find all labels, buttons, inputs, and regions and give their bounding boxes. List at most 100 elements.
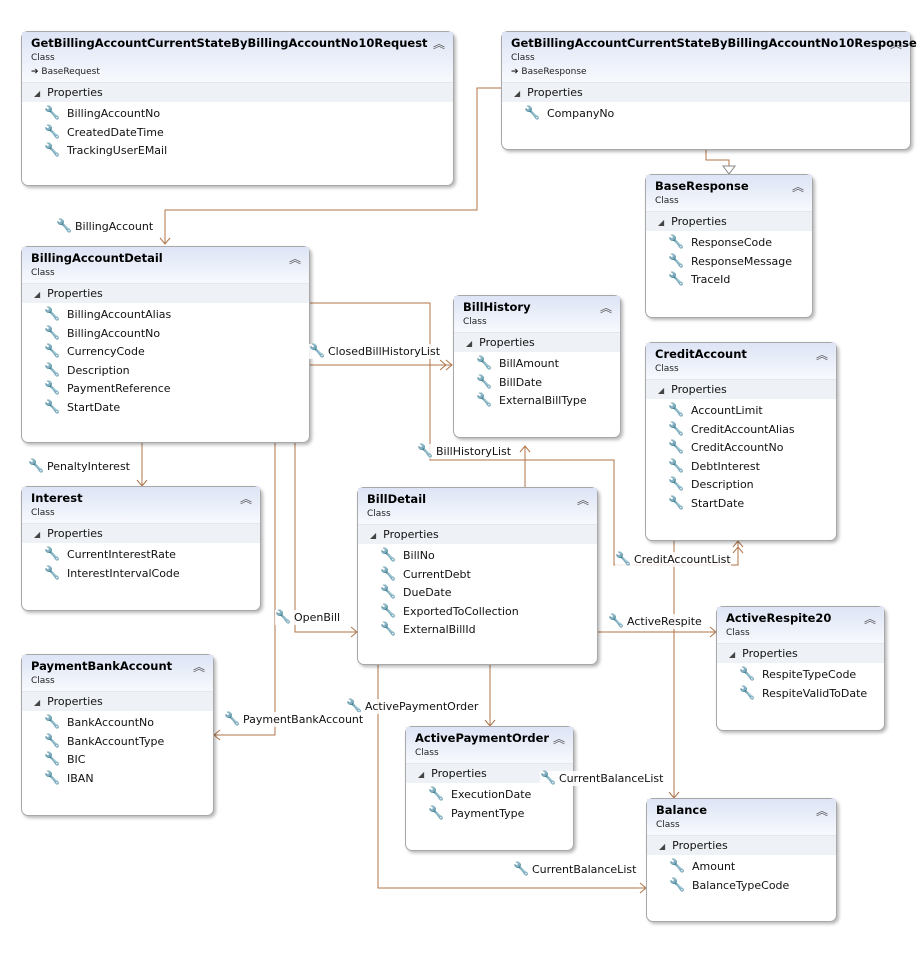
association-label-closed-bill-history-list[interactable]: 🔧ClosedBillHistoryList — [309, 344, 441, 359]
double-chevron-up-icon[interactable]: ︽ — [889, 37, 902, 51]
property-row[interactable]: 🔧BillingAccountNo — [22, 105, 453, 124]
property-row[interactable]: 🔧ExternalBillId — [358, 621, 597, 640]
double-chevron-up-icon[interactable]: ︽ — [432, 37, 445, 51]
property-row[interactable]: 🔧Amount — [647, 858, 836, 877]
class-balance[interactable]: Balance Class ︽ ◢Properties 🔧Amount 🔧Bal… — [646, 798, 837, 922]
property-row[interactable]: 🔧PaymentReference — [22, 380, 309, 399]
property-row[interactable]: 🔧ExternalBillType — [454, 392, 620, 411]
triangle-down-icon: ◢ — [34, 89, 41, 98]
section-properties[interactable]: ◢Properties — [22, 284, 309, 303]
base-class-name: BaseResponse — [521, 67, 587, 77]
double-chevron-up-icon[interactable]: ︽ — [552, 732, 565, 746]
property-row[interactable]: 🔧ExecutionDate — [406, 786, 573, 805]
double-chevron-up-icon[interactable]: ︽ — [815, 348, 828, 362]
property-row[interactable]: 🔧Description — [22, 362, 309, 381]
property-row[interactable]: 🔧BalanceTypeCode — [647, 877, 836, 896]
property-row[interactable]: 🔧ResponseCode — [646, 234, 812, 253]
class-header: GetBillingAccountCurrentStateByBillingAc… — [22, 32, 453, 83]
double-chevron-up-icon[interactable]: ︽ — [815, 804, 828, 818]
property-name: BillingAccountNo — [67, 107, 161, 120]
association-label-active-respite[interactable]: 🔧ActiveRespite — [608, 614, 702, 629]
property-row[interactable]: 🔧CurrencyCode — [22, 343, 309, 362]
connector-inheritance — [705, 150, 730, 166]
class-kind: Class — [655, 196, 679, 206]
class-interest[interactable]: Interest Class ︽ ◢Properties 🔧CurrentInt… — [21, 486, 261, 611]
double-chevron-up-icon[interactable]: ︽ — [599, 301, 612, 315]
property-row[interactable]: 🔧DueDate — [358, 584, 597, 603]
class-payment-bank-account[interactable]: PaymentBankAccount Class ︽ ◢Properties 🔧… — [21, 654, 214, 816]
class-get-billing-account-request[interactable]: GetBillingAccountCurrentStateByBillingAc… — [21, 31, 454, 186]
arrowhead — [439, 359, 447, 371]
property-row[interactable]: 🔧Description — [646, 476, 836, 495]
property-row[interactable]: 🔧StartDate — [22, 399, 309, 418]
section-properties[interactable]: ◢Properties — [646, 380, 836, 399]
double-chevron-up-icon[interactable]: ︽ — [288, 252, 301, 266]
section-properties[interactable]: ◢Properties — [502, 83, 910, 102]
property-row[interactable]: 🔧TraceId — [646, 271, 812, 290]
section-properties[interactable]: ◢Properties — [646, 212, 812, 231]
class-get-billing-account-response[interactable]: GetBillingAccountCurrentStateByBillingAc… — [501, 31, 917, 150]
property-row[interactable]: 🔧CreatedDateTime — [22, 124, 453, 143]
property-row[interactable]: 🔧BillDate — [454, 374, 620, 393]
section-properties[interactable]: ◢Properties — [406, 764, 573, 783]
class-active-respite-20[interactable]: ActiveRespite20 Class ︽ ◢Properties 🔧Res… — [716, 606, 885, 731]
association-label-current-balance-list-1[interactable]: 🔧CurrentBalanceList — [540, 771, 664, 786]
property-row[interactable]: 🔧StartDate — [646, 495, 836, 514]
property-row[interactable]: 🔧BillingAccountAlias — [22, 306, 309, 325]
section-properties[interactable]: ◢Properties — [358, 525, 597, 544]
double-chevron-up-icon[interactable]: ︽ — [576, 493, 589, 507]
property-row[interactable]: 🔧BankAccountNo — [22, 714, 213, 733]
class-bill-detail[interactable]: BillDetail Class ︽ ◢Properties 🔧BillNo 🔧… — [357, 487, 598, 665]
property-row[interactable]: 🔧RespiteValidToDate — [717, 685, 884, 704]
class-billing-account-detail[interactable]: BillingAccountDetail Class ︽ ◢Properties… — [21, 246, 310, 443]
property-row[interactable]: 🔧CurrentInterestRate — [22, 546, 260, 565]
class-base-response[interactable]: BaseResponse Class ︽ ◢Properties 🔧Respon… — [645, 174, 813, 318]
property-row[interactable]: 🔧BillAmount — [454, 355, 620, 374]
property-row[interactable]: 🔧BankAccountType — [22, 733, 213, 752]
association-label-active-payment-order[interactable]: 🔧ActivePaymentOrder — [346, 699, 479, 714]
property-row[interactable]: 🔧RespiteTypeCode — [717, 666, 884, 685]
class-bill-history[interactable]: BillHistory Class ︽ ◢Properties 🔧BillAmo… — [453, 295, 621, 438]
property-row[interactable]: 🔧InterestIntervalCode — [22, 565, 260, 584]
property-row[interactable]: 🔧BIC — [22, 751, 213, 770]
property-row[interactable]: 🔧AccountLimit — [646, 402, 836, 421]
association-label-credit-account-list[interactable]: 🔧CreditAccountList — [615, 552, 731, 567]
section-properties[interactable]: ◢Properties — [454, 333, 620, 352]
double-chevron-up-icon[interactable]: ︽ — [863, 612, 876, 626]
wrench-icon: 🔧 — [224, 712, 241, 727]
section-properties[interactable]: ◢Properties — [647, 836, 836, 855]
property-row[interactable]: 🔧BillingAccountNo — [22, 325, 309, 344]
property-name: CompanyNo — [547, 107, 615, 120]
property-row[interactable]: 🔧TrackingUserEMail — [22, 142, 453, 161]
class-active-payment-order[interactable]: ActivePaymentOrder Class ︽ ◢Properties 🔧… — [405, 726, 574, 851]
property-row[interactable]: 🔧ExportedToCollection — [358, 603, 597, 622]
section-properties[interactable]: ◢Properties — [22, 524, 260, 543]
wrench-icon: 🔧 — [44, 752, 61, 768]
association-label-payment-bank-account[interactable]: 🔧PaymentBankAccount — [224, 712, 364, 727]
property-row[interactable]: 🔧CurrentDebt — [358, 566, 597, 585]
property-row[interactable]: 🔧CompanyNo — [502, 105, 910, 124]
association-label-penalty-interest[interactable]: 🔧PenaltyInterest — [28, 459, 130, 474]
double-chevron-up-icon[interactable]: ︽ — [192, 660, 205, 674]
property-row[interactable]: 🔧CreditAccountAlias — [646, 421, 836, 440]
property-row[interactable]: 🔧IBAN — [22, 770, 213, 789]
class-credit-account[interactable]: CreditAccount Class ︽ ◢Properties 🔧Accou… — [645, 342, 837, 541]
class-kind: Class — [31, 676, 55, 686]
association-label-current-balance-list-2[interactable]: 🔧CurrentBalanceList — [513, 862, 637, 877]
section-properties[interactable]: ◢Properties — [22, 83, 453, 102]
wrench-icon: 🔧 — [739, 685, 756, 701]
property-row[interactable]: 🔧CreditAccountNo — [646, 439, 836, 458]
section-properties[interactable]: ◢Properties — [22, 692, 213, 711]
inheritance-triangle — [722, 165, 736, 175]
association-label-open-bill[interactable]: 🔧OpenBill — [275, 610, 341, 625]
section-properties[interactable]: ◢Properties — [717, 644, 884, 663]
property-row[interactable]: 🔧DebtInterest — [646, 458, 836, 477]
association-label-bill-history-list[interactable]: 🔧BillHistoryList — [417, 444, 512, 459]
property-row[interactable]: 🔧ResponseMessage — [646, 253, 812, 272]
double-chevron-up-icon[interactable]: ︽ — [239, 492, 252, 506]
property-name: PaymentType — [451, 806, 525, 820]
property-row[interactable]: 🔧BillNo — [358, 547, 597, 566]
association-label-billing-account[interactable]: 🔧BillingAccount — [56, 219, 154, 234]
double-chevron-up-icon[interactable]: ︽ — [791, 180, 804, 194]
property-row[interactable]: 🔧PaymentType — [406, 805, 573, 824]
